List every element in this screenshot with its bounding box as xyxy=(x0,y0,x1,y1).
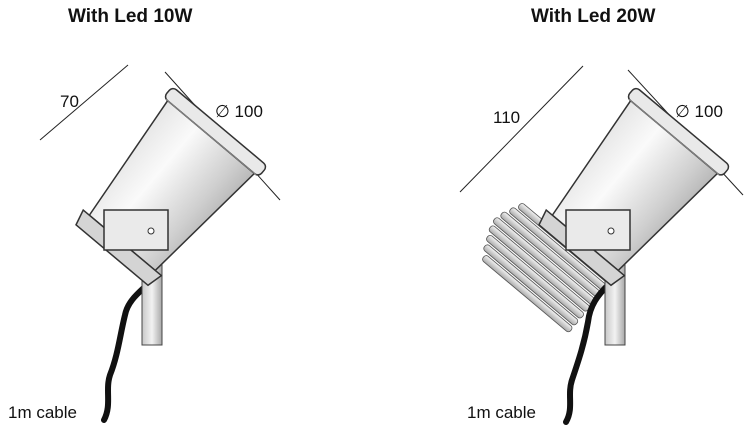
title-20w: With Led 20W xyxy=(531,6,656,27)
diameter-label-10w: ∅ 100 xyxy=(215,102,263,121)
depth-label-20w: 110 xyxy=(493,108,521,127)
cable-label-10w: 1m cable xyxy=(8,403,77,422)
dimension-line-depth xyxy=(39,64,129,141)
cable-label-20w: 1m cable xyxy=(467,403,536,422)
lamp-body xyxy=(551,96,722,272)
depth-label-10w: 70 xyxy=(60,92,79,111)
bracket-screw xyxy=(147,227,155,235)
dimension-line-depth xyxy=(459,65,584,193)
diameter-label-20w: ∅ 100 xyxy=(675,102,723,121)
lamp-20w xyxy=(459,65,744,425)
bracket-screw xyxy=(607,227,615,235)
lamp-body xyxy=(88,96,259,272)
power-cable xyxy=(101,279,153,423)
title-10w: With Led 10W xyxy=(68,6,193,27)
mounting-bracket xyxy=(565,209,631,251)
power-cable xyxy=(563,282,611,425)
lamp-10w xyxy=(39,64,281,423)
mounting-bracket xyxy=(103,209,169,251)
